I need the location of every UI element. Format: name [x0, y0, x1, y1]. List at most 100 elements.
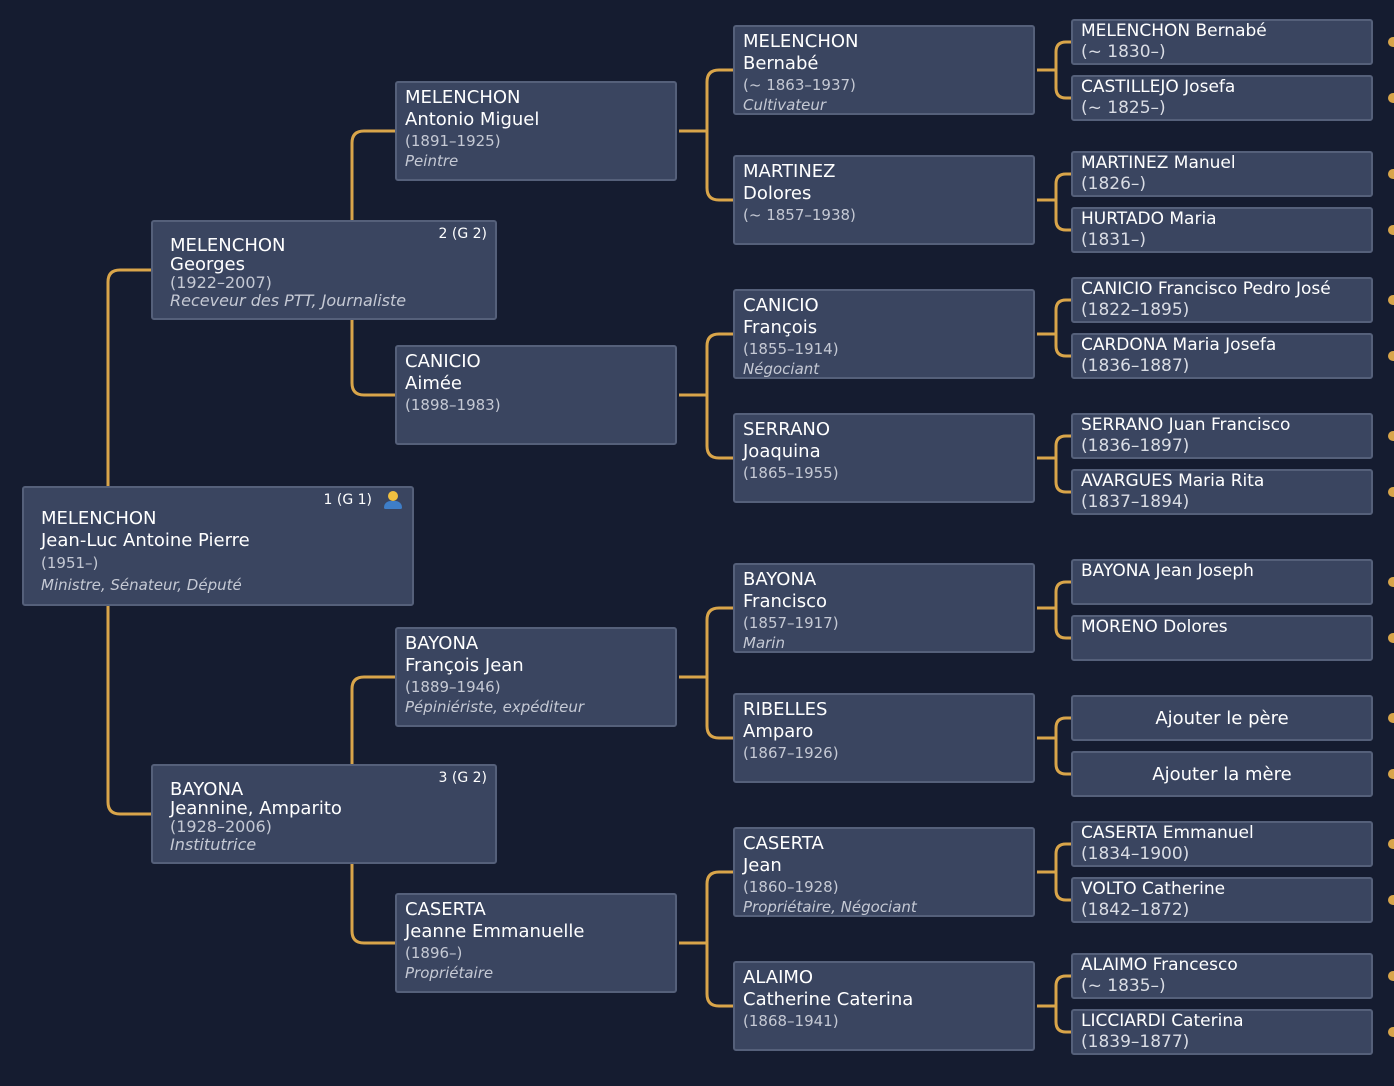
person-dates: (1865–1955) [743, 464, 839, 482]
person-card-great-grandparent[interactable]: SERRANO Joaquina (1865–1955) [733, 413, 1035, 503]
person-card-great-grandparent[interactable]: CANICIO François (1855–1914) Négociant [733, 289, 1035, 379]
person-given-names: François [743, 317, 818, 338]
person-card-grandparent[interactable]: CANICIO Aimée (1898–1983) [395, 345, 677, 445]
person-given-names: Aimée [405, 373, 462, 394]
expand-tab[interactable] [1388, 633, 1394, 643]
person-card-great-grandparent[interactable]: ALAIMO Catherine Caterina (1868–1941) [733, 961, 1035, 1051]
person-card-gen5[interactable]: CANICIO Francisco Pedro José (1822–1895) [1071, 277, 1373, 323]
person-card-grandparent[interactable]: BAYONA François Jean (1889–1946) Pépinié… [395, 627, 677, 727]
person-card-great-grandparent[interactable]: RIBELLES Amparo (1867–1926) [733, 693, 1035, 783]
expand-tab[interactable] [1388, 971, 1394, 981]
person-card-gen5[interactable]: ALAIMO Francesco (~ 1835–) [1071, 953, 1373, 999]
person-name: BAYONA Jean Joseph [1081, 561, 1254, 581]
person-occupation: Négociant [743, 360, 820, 378]
person-card-gen5[interactable]: CARDONA Maria Josefa (1836–1887) [1071, 333, 1373, 379]
person-icon [382, 490, 404, 510]
person-given-names: Jeannine, Amparito [170, 798, 342, 819]
person-card-grandparent[interactable]: MELENCHON Antonio Miguel (1891–1925) Pei… [395, 81, 677, 181]
person-card-father[interactable]: 2 (G 2) MELENCHON Georges (1922–2007) Re… [151, 220, 497, 320]
person-name: CASERTA Emmanuel [1081, 823, 1254, 843]
connector-line [1037, 974, 1071, 1034]
person-dates: (~ 1857–1938) [743, 206, 856, 224]
person-dates: (1836–1897) [1081, 436, 1190, 456]
person-surname: MELENCHON [743, 31, 859, 52]
add-father-button[interactable]: Ajouter le père [1071, 695, 1373, 741]
person-given-names: Catherine Caterina [743, 989, 914, 1010]
person-given-names: Bernabé [743, 53, 819, 74]
person-name: MELENCHON Bernabé [1081, 21, 1267, 41]
person-surname: MELENCHON [41, 508, 157, 529]
person-card-gen5[interactable]: VOLTO Catherine (1842–1872) [1071, 877, 1373, 923]
person-card-gen5[interactable]: CASTILLEJO Josefa (~ 1825–) [1071, 75, 1373, 121]
expand-tab[interactable] [1388, 431, 1394, 441]
person-name: HURTADO Maria [1081, 209, 1217, 229]
person-dates: (1839–1877) [1081, 1032, 1190, 1052]
person-card-gen5[interactable]: HURTADO Maria (1831–) [1071, 207, 1373, 253]
connector-line [679, 606, 733, 740]
person-card-great-grandparent[interactable]: BAYONA Francisco (1857–1917) Marin [733, 563, 1035, 653]
expand-tab[interactable] [1388, 169, 1394, 179]
person-given-names: Jean-Luc Antoine Pierre [41, 530, 250, 551]
person-card-gen5[interactable]: AVARGUES Maria Rita (1837–1894) [1071, 469, 1373, 515]
person-occupation: Propriétaire, Négociant [743, 898, 917, 916]
expand-tab[interactable] [1388, 93, 1394, 103]
person-dates: (1868–1941) [743, 1012, 839, 1030]
person-card-gen5[interactable]: SERRANO Juan Francisco (1836–1897) [1071, 413, 1373, 459]
person-card-great-grandparent[interactable]: CASERTA Jean (1860–1928) Propriétaire, N… [733, 827, 1035, 917]
person-given-names: Antonio Miguel [405, 109, 540, 130]
person-name: ALAIMO Francesco [1081, 955, 1238, 975]
person-card-gen5[interactable]: MARTINEZ Manuel (1826–) [1071, 151, 1373, 197]
expand-tab[interactable] [1388, 37, 1394, 47]
person-card-great-grandparent[interactable]: MARTINEZ Dolores (~ 1857–1938) [733, 155, 1035, 245]
person-given-names: Joaquina [743, 441, 821, 462]
person-surname: CASERTA [405, 899, 486, 920]
expand-tab[interactable] [1388, 351, 1394, 361]
person-given-names: François Jean [405, 655, 524, 676]
person-dates: (1837–1894) [1081, 492, 1190, 512]
person-dates: (~ 1825–) [1081, 98, 1166, 118]
person-card-root[interactable]: 1 (G 1) MELENCHON Jean-Luc Antoine Pierr… [22, 486, 414, 606]
person-surname: SERRANO [743, 419, 831, 440]
person-given-names: Francisco [743, 591, 828, 612]
person-name: CARDONA Maria Josefa [1081, 335, 1277, 355]
person-surname: BAYONA [405, 633, 479, 654]
person-card-gen5[interactable]: MELENCHON Bernabé (~ 1830–) [1071, 19, 1373, 65]
person-surname: CANICIO [405, 351, 481, 372]
person-dates: (1891–1925) [405, 132, 501, 150]
person-card-gen5[interactable]: MORENO Dolores [1071, 615, 1373, 661]
person-dates: (~ 1830–) [1081, 42, 1166, 62]
person-dates: (1896–) [405, 944, 463, 962]
person-dates: (1951–) [41, 554, 99, 572]
person-dates: (1898–1983) [405, 396, 501, 414]
person-dates: (~ 1863–1937) [743, 76, 856, 94]
person-card-mother[interactable]: 3 (G 2) BAYONA Jeannine, Amparito (1928–… [151, 764, 497, 864]
person-given-names: Jeanne Emmanuelle [405, 921, 585, 942]
person-dates: (1922–2007) [170, 273, 272, 292]
expand-tab[interactable] [1388, 713, 1394, 723]
person-name: MORENO Dolores [1081, 617, 1228, 637]
person-surname: BAYONA [743, 569, 817, 590]
person-occupation: Ministre, Sénateur, Député [41, 576, 242, 594]
expand-tab[interactable] [1388, 487, 1394, 497]
expand-tab[interactable] [1388, 839, 1394, 849]
person-dates: (1857–1917) [743, 614, 839, 632]
badge-text: 1 (G 1) [323, 492, 373, 508]
expand-tab[interactable] [1388, 769, 1394, 779]
expand-tab[interactable] [1388, 225, 1394, 235]
person-card-gen5[interactable]: BAYONA Jean Joseph [1071, 559, 1373, 605]
connector-line [1037, 842, 1071, 902]
person-card-grandparent[interactable]: CASERTA Jeanne Emmanuelle (1896–) Propri… [395, 893, 677, 993]
connector-line [679, 68, 733, 202]
expand-tab[interactable] [1388, 577, 1394, 587]
person-card-gen5[interactable]: LICCIARDI Caterina (1839–1877) [1071, 1009, 1373, 1055]
connector-line [1037, 716, 1071, 776]
person-card-great-grandparent[interactable]: MELENCHON Bernabé (~ 1863–1937) Cultivat… [733, 25, 1035, 115]
expand-tab[interactable] [1388, 1027, 1394, 1037]
expand-tab[interactable] [1388, 895, 1394, 905]
person-surname: MARTINEZ [743, 161, 836, 182]
expand-tab[interactable] [1388, 295, 1394, 305]
person-card-gen5[interactable]: CASERTA Emmanuel (1834–1900) [1071, 821, 1373, 867]
person-dates: (1834–1900) [1081, 844, 1190, 864]
add-mother-button[interactable]: Ajouter la mère [1071, 751, 1373, 797]
